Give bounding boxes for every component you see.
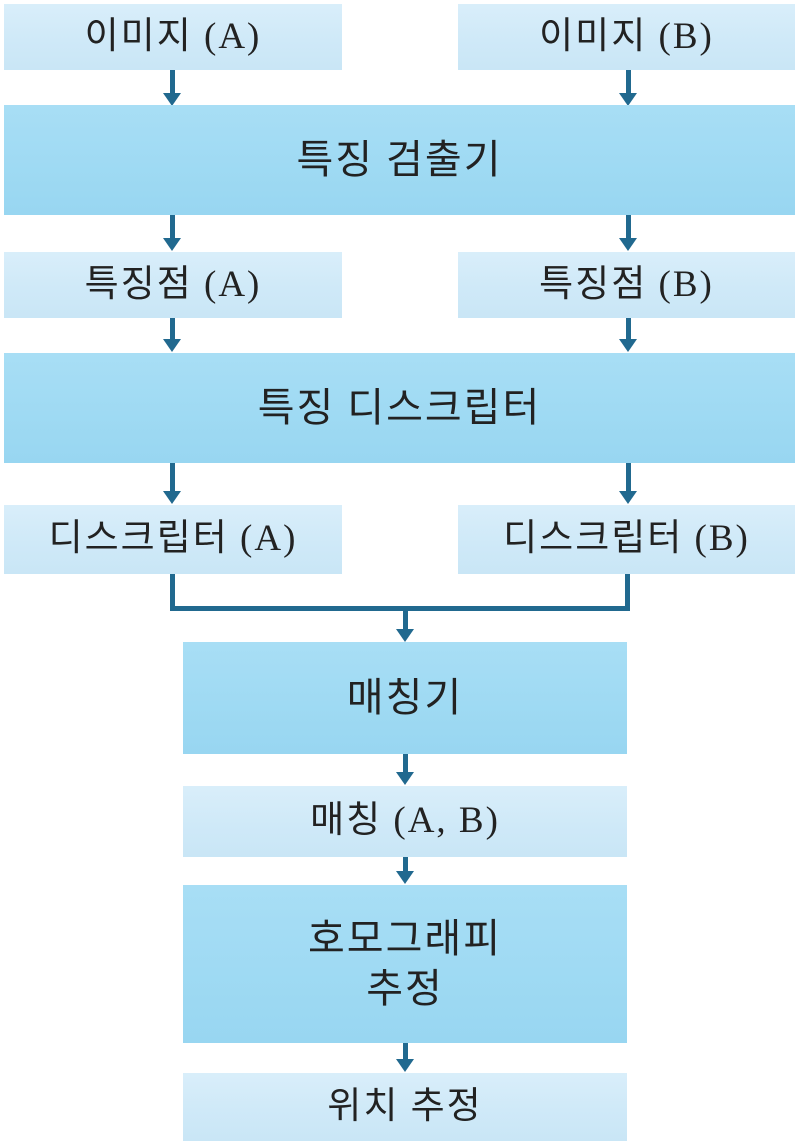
node-descriptor-a: 디스크립터 (A) xyxy=(4,505,342,574)
connector-line xyxy=(170,574,175,611)
node-feature-detector: 특징 검출기 xyxy=(4,105,795,215)
connector-line xyxy=(625,574,630,611)
arrow-down-icon xyxy=(396,857,414,884)
arrow-down-icon xyxy=(619,215,637,251)
node-image-a: 이미지 (A) xyxy=(4,4,342,70)
arrow-down-icon xyxy=(396,609,414,642)
node-feature-descriptor: 특징 디스크립터 xyxy=(4,353,795,463)
arrow-down-icon xyxy=(619,318,637,352)
node-matches: 매칭 (A, B) xyxy=(183,786,627,857)
arrow-down-icon xyxy=(396,754,414,785)
connector-line xyxy=(170,606,630,611)
node-location-estimation: 위치 추정 xyxy=(183,1073,627,1141)
arrow-down-icon xyxy=(163,463,181,504)
node-descriptor-b: 디스크립터 (B) xyxy=(458,505,795,574)
arrow-down-icon xyxy=(619,463,637,504)
arrow-down-icon xyxy=(396,1043,414,1072)
node-matcher: 매칭기 xyxy=(183,642,627,754)
arrow-down-icon xyxy=(619,70,637,106)
arrow-down-icon xyxy=(163,215,181,251)
node-keypoints-b: 특징점 (B) xyxy=(458,252,795,318)
node-image-b: 이미지 (B) xyxy=(458,4,795,70)
node-keypoints-a: 특징점 (A) xyxy=(4,252,342,318)
arrow-down-icon xyxy=(163,70,181,106)
node-homography-estimation: 호모그래피 추정 xyxy=(183,885,627,1043)
arrow-down-icon xyxy=(163,318,181,352)
